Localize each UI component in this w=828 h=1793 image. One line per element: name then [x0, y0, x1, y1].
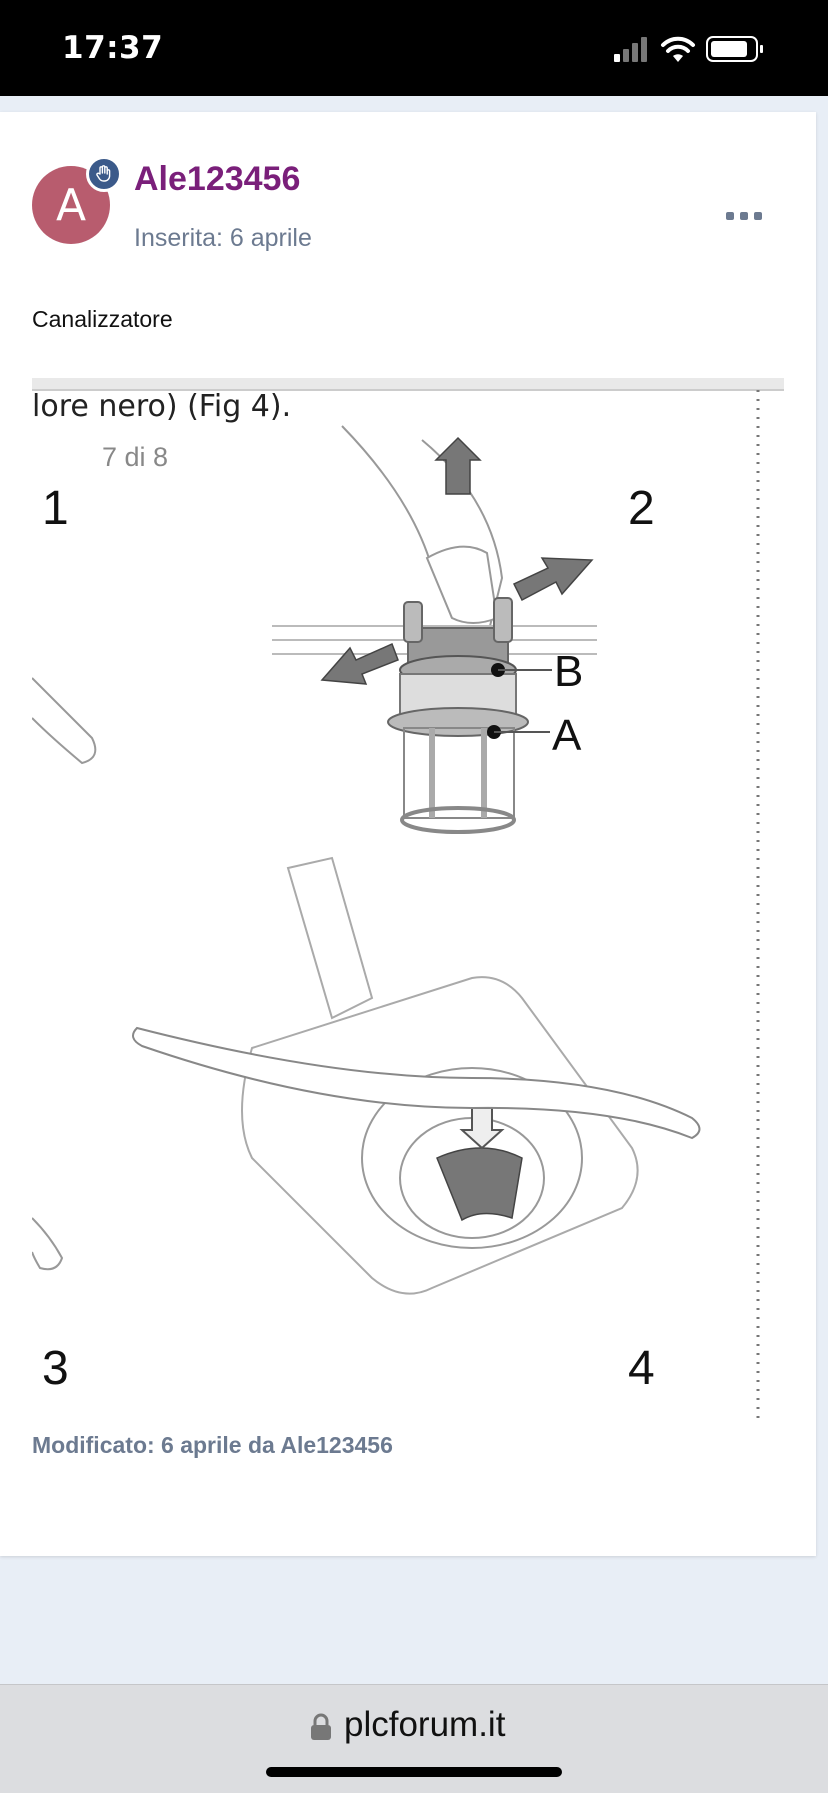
post-date[interactable]: Inserita: 6 aprile — [134, 224, 312, 252]
figure-number-1: 1 — [42, 482, 69, 535]
hand-icon — [86, 156, 122, 192]
post-body: Canalizzatore — [32, 306, 173, 332]
battery-icon — [706, 36, 763, 62]
figure-number-2: 2 — [628, 482, 655, 535]
author-name[interactable]: Ale123456 — [134, 160, 301, 198]
signal-icon — [614, 37, 647, 62]
post-card: A Ale123456 Inserita: 6 aprile Canalizza… — [0, 112, 816, 1556]
status-icons — [614, 34, 790, 66]
figure-number-3: 3 — [42, 1342, 69, 1395]
attachment-image[interactable]: lore nero) (Fig 4). 7 di 8 1 2 3 4 — [32, 378, 784, 1540]
avatar-letter: A — [55, 179, 87, 231]
home-indicator[interactable] — [266, 1767, 562, 1777]
callout-a: A — [552, 711, 582, 760]
status-time: 17:37 — [62, 30, 164, 66]
page-indicator: 7 di 8 — [102, 442, 168, 472]
edit-note: Modificato: 6 aprile da Ale123456 — [32, 1432, 393, 1458]
avatar[interactable]: A — [32, 166, 110, 244]
lock-icon — [311, 1713, 331, 1740]
manual-illustration: lore nero) (Fig 4). 7 di 8 1 2 3 4 — [32, 378, 784, 1418]
callout-b: B — [554, 647, 583, 696]
browser-url-bar[interactable]: plcforum.it — [0, 1684, 828, 1793]
figure-number-4: 4 — [628, 1342, 655, 1395]
more-options-icon[interactable] — [726, 204, 762, 228]
status-bar: 17:37 — [0, 0, 828, 96]
url-text[interactable]: plcforum.it — [344, 1705, 506, 1744]
caption-fragment: lore nero) (Fig 4). — [32, 389, 291, 424]
wifi-icon — [661, 36, 695, 62]
